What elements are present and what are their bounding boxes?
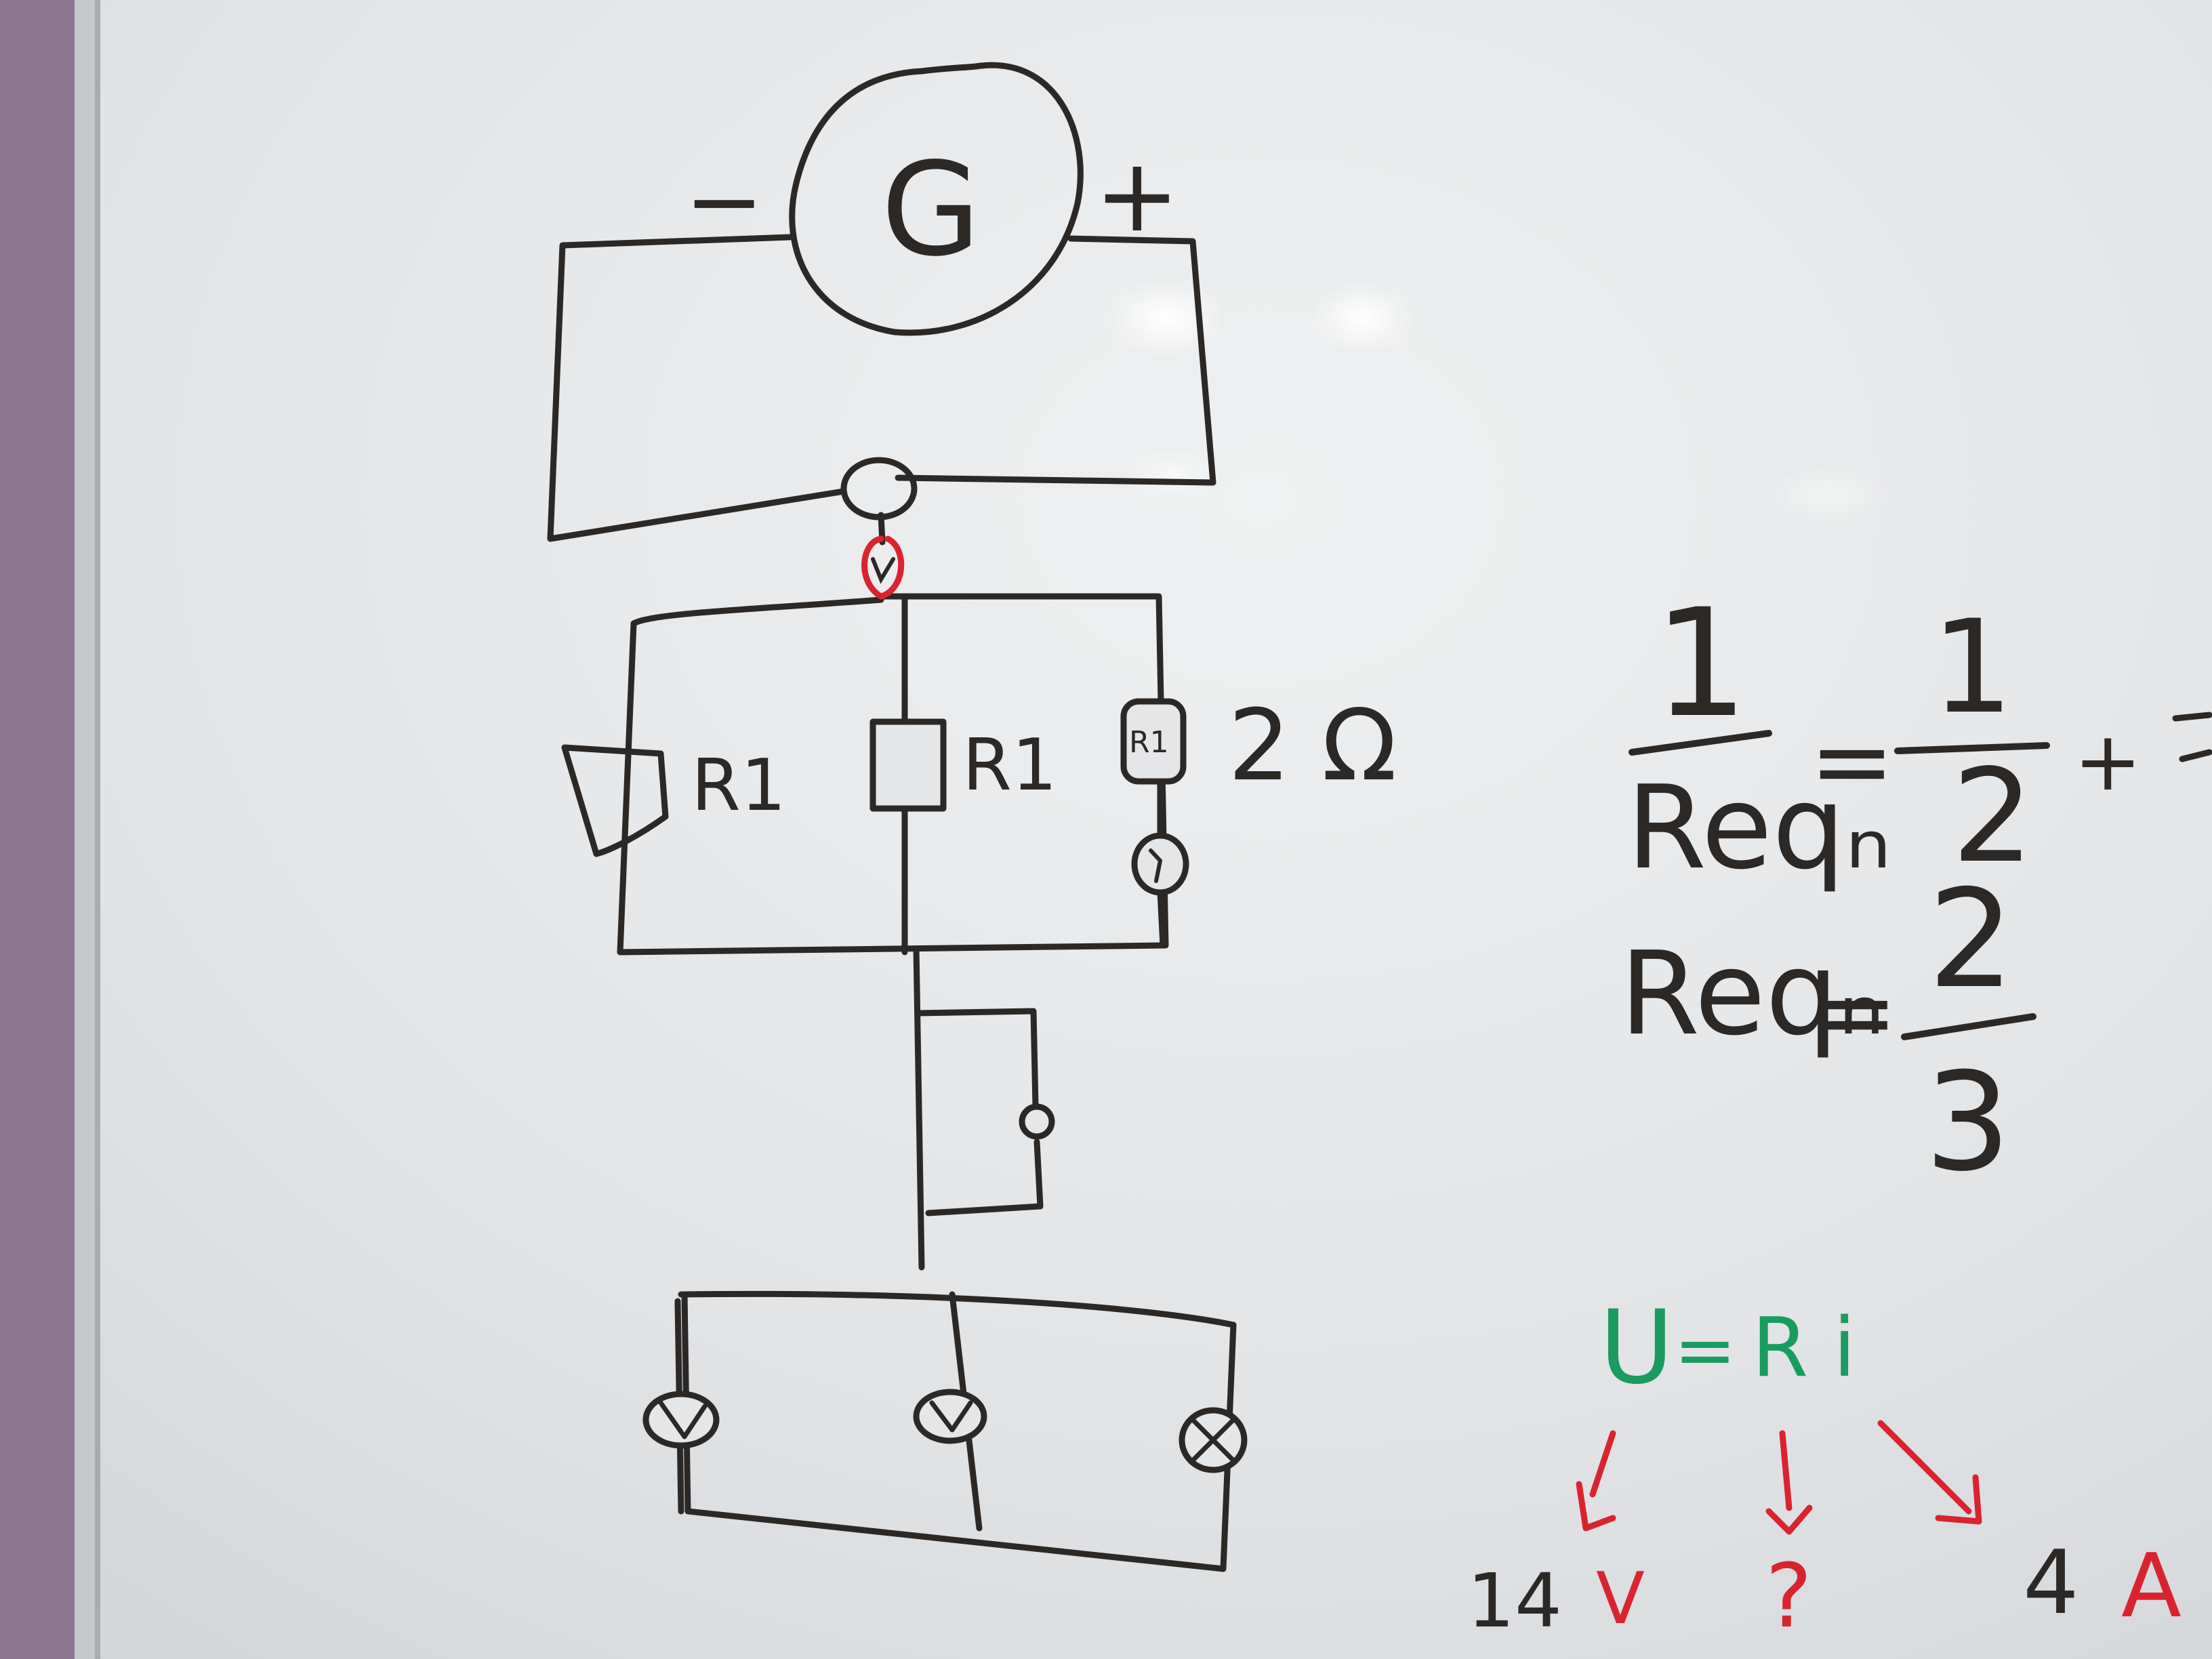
formula-equals-1: = bbox=[1809, 703, 1895, 821]
meter-symbol-small bbox=[1019, 1103, 1055, 1140]
unknown-resistance: ? bbox=[1765, 1544, 1812, 1647]
resistor-c-symbol bbox=[1120, 698, 1187, 785]
ohms-law-U: U bbox=[1599, 1289, 1674, 1407]
red-arrows bbox=[1576, 1420, 1982, 1535]
ohms-law-section: U = R i 14 V ? 4 A bbox=[1467, 1289, 2182, 1647]
formula-numerator-left: 1 bbox=[1654, 577, 1748, 750]
current-unit: A bbox=[2121, 1534, 2182, 1637]
resistor-c-label: R1 bbox=[1129, 725, 1169, 760]
wire-middle-section bbox=[913, 945, 925, 1271]
light-glare bbox=[1105, 278, 1227, 359]
generator-label: G bbox=[881, 135, 981, 285]
ohms-law-equals: = bbox=[1674, 1307, 1736, 1393]
voltage-unit: V bbox=[1596, 1557, 1645, 1640]
resistor-b-symbol bbox=[869, 718, 947, 812]
resistor-a-label: R1 bbox=[691, 744, 786, 827]
circuit-diagram bbox=[547, 62, 1248, 1572]
formula-plus: + bbox=[2074, 715, 2142, 809]
ohms-law-i: i bbox=[1833, 1301, 1856, 1395]
whiteboard-surface bbox=[100, 0, 2212, 1659]
formula-denominator-right: 2 bbox=[1952, 741, 2034, 891]
formula-result-numerator: 2 bbox=[1928, 861, 2014, 1019]
formula-numerator-right: 1 bbox=[1931, 592, 2013, 742]
formula-result-denominator: 3 bbox=[1925, 1044, 2011, 1202]
equivalent-resistance-formula: 1 Reqₙ = 1 2 + Reqₙ = 2 3 bbox=[1620, 577, 2212, 1202]
plus-sign: + bbox=[1094, 137, 1180, 255]
generator-symbol bbox=[789, 62, 1084, 336]
minus-sign: − bbox=[684, 146, 764, 257]
voltage-value: 14 bbox=[1467, 1557, 1562, 1644]
resistance-value: 2 Ω bbox=[1228, 689, 1397, 803]
lamp-3-symbol bbox=[1179, 1407, 1248, 1473]
lamp-2-symbol bbox=[913, 1389, 987, 1444]
parallel-block-1 bbox=[617, 593, 1169, 956]
formula-equals-2: = bbox=[1813, 954, 1898, 1071]
resistor-a-symbol bbox=[561, 744, 669, 857]
wire-top-loop bbox=[547, 234, 847, 542]
current-value: 4 bbox=[2023, 1531, 2079, 1634]
red-node-mark bbox=[861, 535, 905, 600]
formula-denominator-left: Reqₙ bbox=[1626, 761, 1891, 895]
wall bbox=[0, 0, 81, 1659]
parallel-block-lamps bbox=[678, 1290, 1237, 1328]
formula-req-label: Reqₙ bbox=[1620, 927, 1885, 1061]
resistor-b-label: R1 bbox=[962, 724, 1057, 806]
ohms-law-R: R bbox=[1752, 1301, 1808, 1395]
lamp-1-symbol bbox=[642, 1391, 720, 1449]
